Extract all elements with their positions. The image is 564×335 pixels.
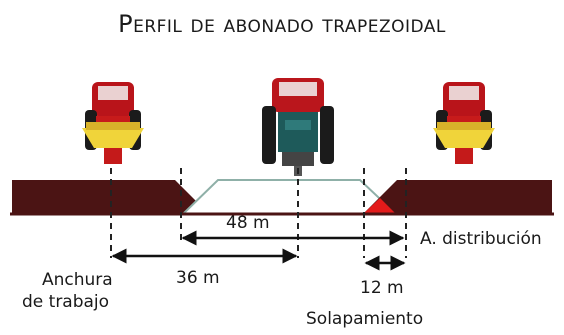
profile-right xyxy=(363,180,552,214)
tractor-center xyxy=(262,78,334,176)
label-distribution-width: A. distribución xyxy=(420,229,542,249)
profile-center xyxy=(180,179,399,215)
diagram-title: Perfil de abonado trapezoidal xyxy=(118,10,446,38)
spreader-left xyxy=(82,128,144,148)
label-overlap: Solapamiento xyxy=(306,309,424,329)
label-working-width-line1: Anchura xyxy=(42,270,113,290)
label-12m: 12 m xyxy=(360,278,404,298)
label-48m: 48 m xyxy=(226,213,270,233)
label-36m: 36 m xyxy=(176,268,220,288)
label-working-width-line2: de trabajo xyxy=(22,292,110,312)
profile-left xyxy=(12,180,209,214)
overlap-area xyxy=(363,198,396,214)
spreader-right xyxy=(433,128,495,148)
tractor-left xyxy=(82,82,144,164)
guide-lines xyxy=(110,168,407,258)
tractor-right xyxy=(433,82,495,164)
